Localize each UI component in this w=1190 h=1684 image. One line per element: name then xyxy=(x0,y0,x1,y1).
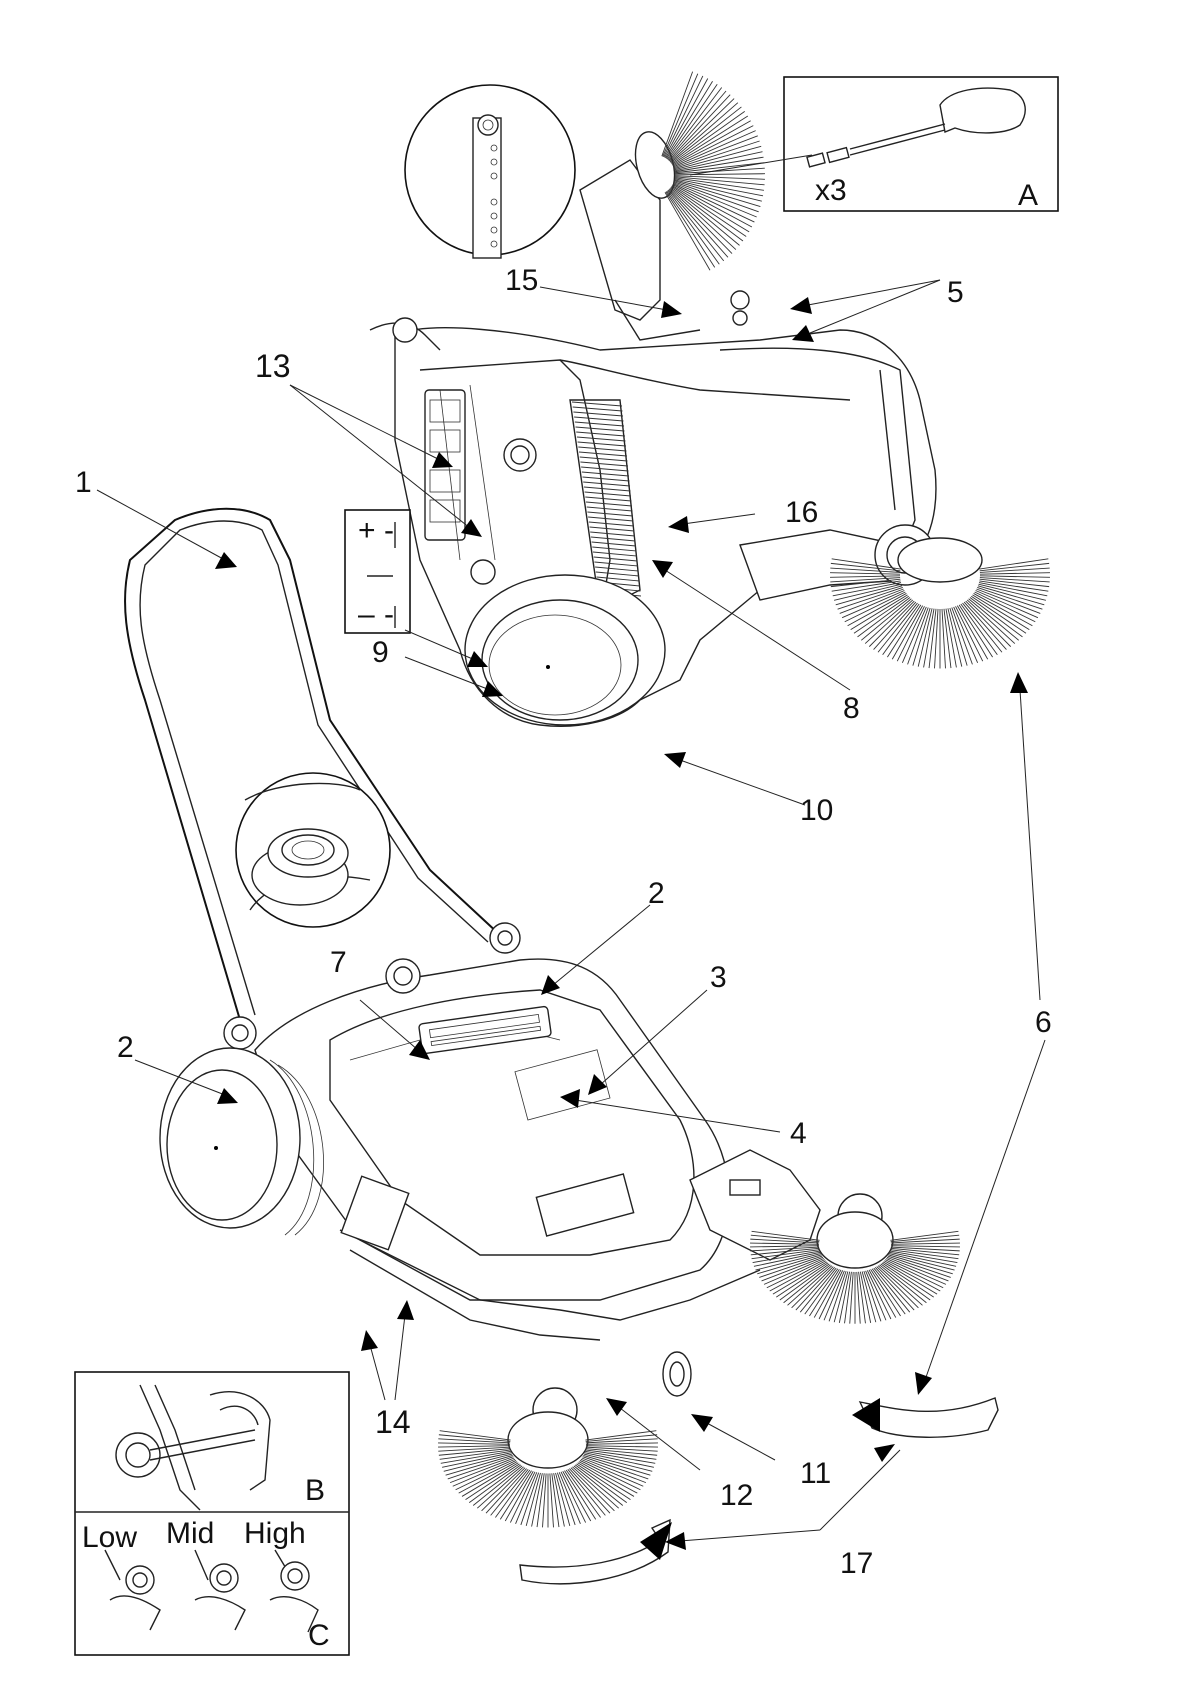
callout-8: 8 xyxy=(843,692,860,725)
inset-a-quantity: x3 xyxy=(815,174,847,207)
callout-17: 17 xyxy=(840,1547,873,1580)
callout-13: 13 xyxy=(255,348,291,384)
rotation-arrows xyxy=(520,1398,998,1584)
callout-9: 9 xyxy=(372,636,389,669)
handle-knob-left xyxy=(224,1017,256,1049)
polarity-label-box: + - – - xyxy=(345,510,410,633)
callout-2-right: 2 xyxy=(648,877,665,910)
callout-4: 4 xyxy=(790,1117,807,1150)
inset-c-letter: C xyxy=(308,1619,330,1652)
callout-10: 10 xyxy=(800,794,833,827)
polarity-minus-top: - xyxy=(384,514,394,547)
callout-6: 6 xyxy=(1035,1006,1052,1039)
inset-a-screwdriver: x3 A xyxy=(784,77,1058,212)
callout-12: 12 xyxy=(720,1479,753,1512)
callout-1: 1 xyxy=(75,466,92,499)
handle-knob-right xyxy=(490,923,520,953)
callout-5: 5 xyxy=(947,276,964,309)
callout-2-left: 2 xyxy=(117,1031,134,1064)
rear-wheel-top xyxy=(465,575,665,725)
inset-c-high: High xyxy=(244,1517,306,1550)
inset-b-letter: B xyxy=(305,1474,325,1507)
inset-c-mid: Mid xyxy=(166,1517,214,1550)
callout-16: 16 xyxy=(785,496,818,529)
callout-7: 7 xyxy=(330,946,347,979)
caster-wheel xyxy=(663,1352,691,1396)
inset-b-c: B Low Mid High C xyxy=(75,1372,349,1655)
height-adjust-knob xyxy=(386,959,420,993)
callout-11: 11 xyxy=(800,1457,831,1490)
height-adjust-knob-top xyxy=(504,439,536,471)
inset-a-letter: A xyxy=(1018,179,1038,212)
detail-circle-knob xyxy=(236,773,390,927)
polarity-minus-bottom-left: – xyxy=(358,598,375,631)
callout-15: 15 xyxy=(505,264,538,297)
side-brush-left xyxy=(438,1388,658,1528)
inset-c-low: Low xyxy=(82,1521,137,1554)
callout-14: 14 xyxy=(375,1404,411,1440)
polarity-plus: + xyxy=(358,514,376,547)
callout-3: 3 xyxy=(710,961,727,994)
detail-circle-brush-height xyxy=(405,85,575,258)
polarity-minus-bottom-right: - xyxy=(384,598,394,631)
